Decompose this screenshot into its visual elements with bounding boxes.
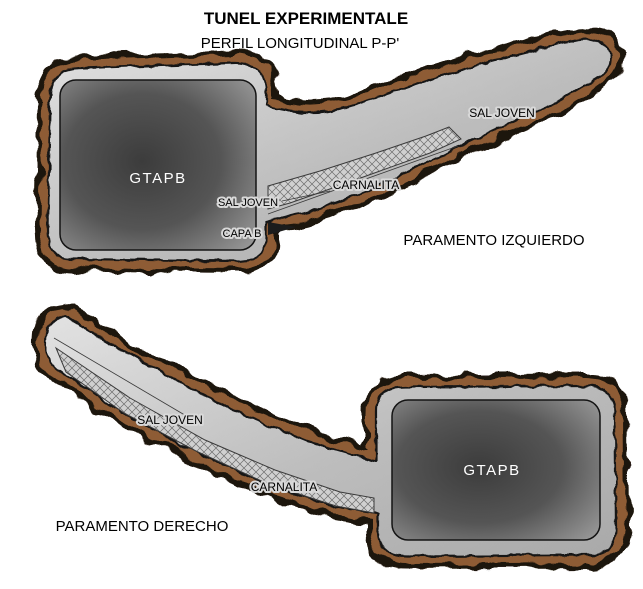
top-sal-joven-small-label: SAL JOVEN — [218, 197, 278, 209]
top-capa-b-wedge — [268, 222, 296, 235]
diagram-subtitle: PERFIL LONGITUDINAL P-P' — [201, 35, 400, 52]
top-gtapb-label: GTAPB — [129, 170, 186, 187]
top-carnalita-band — [267, 126, 462, 210]
top-sal-joven-label: SAL JOVEN — [469, 106, 535, 120]
bottom-carnalita-label: CARNALITA — [251, 480, 317, 494]
bottom-profile-caption: PARAMENTO DERECHO — [56, 518, 229, 535]
diagram-title: TUNEL EXPERIMENTALE — [204, 9, 408, 28]
bottom-gtapb-label: GTAPB — [463, 462, 520, 479]
top-sal-joven-leader-line — [281, 190, 331, 202]
bottom-sal-joven-label: SAL JOVEN — [137, 413, 203, 427]
bottom-profile: GTAPB SAL JOVEN CARNALITA PARAMENTO DERE… — [31, 302, 630, 570]
top-capa-b-label: CAPA B — [223, 228, 262, 240]
top-carnalita-label: CARNALITA — [333, 178, 399, 192]
top-profile-caption: PARAMENTO IZQUIERDO — [403, 232, 584, 249]
top-gtapb-block — [59, 79, 257, 251]
bottom-carnalita-band — [54, 346, 375, 514]
bottom-strata-line — [53, 337, 201, 425]
top-profile: GTAPB SAL JOVEN CARNALITA SAL JOVEN CAPA… — [34, 26, 624, 275]
top-strata-line — [267, 145, 459, 215]
bottom-gtapb-block — [391, 399, 601, 541]
